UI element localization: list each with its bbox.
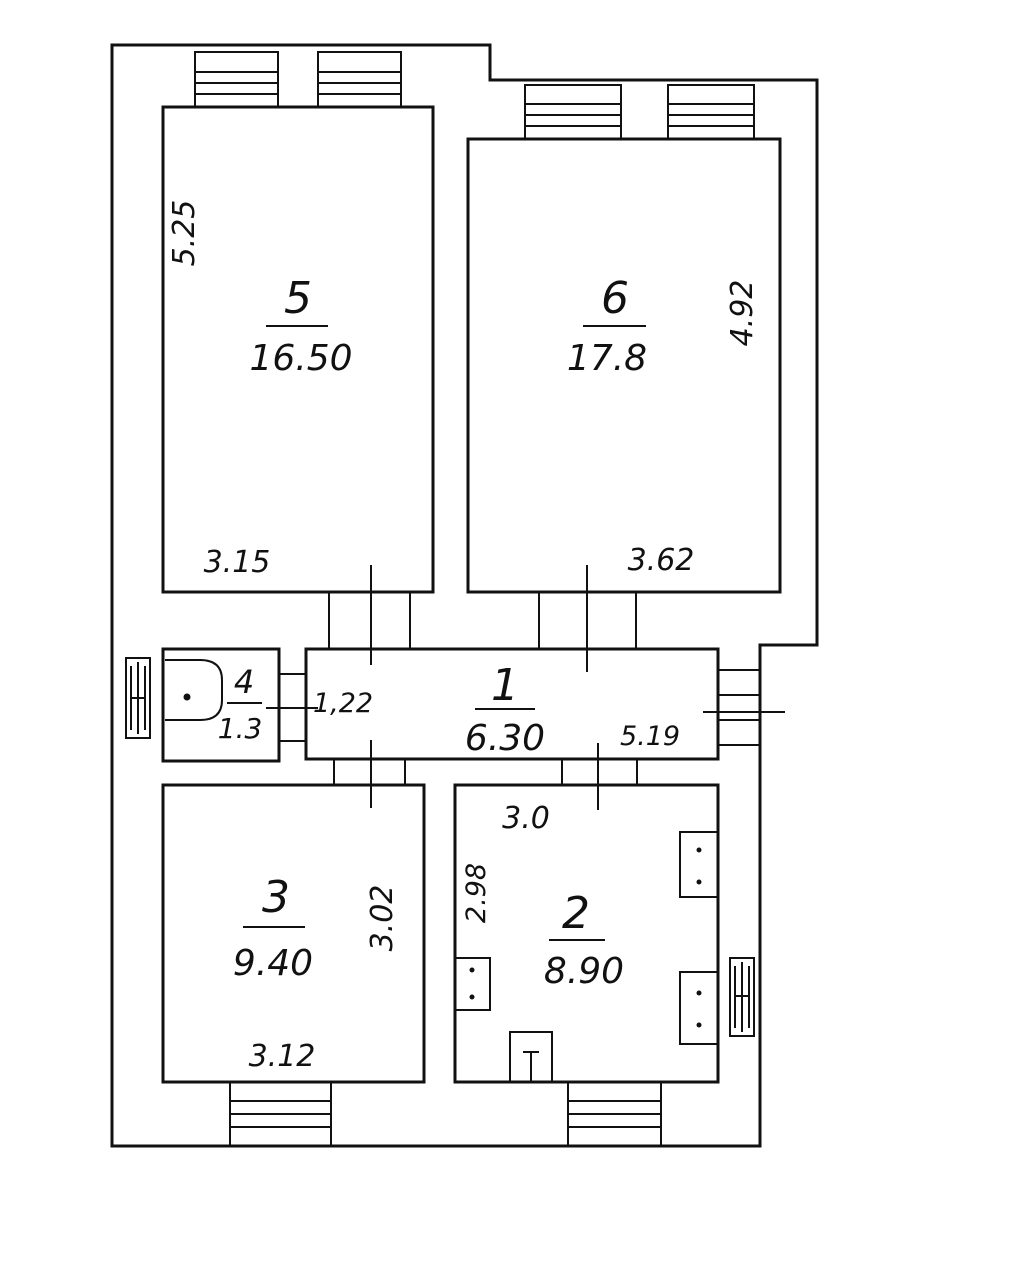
door-room6 (538, 565, 637, 672)
room-5-area: 16.50 (249, 338, 352, 379)
room-5-height-dim: 5.25 (167, 200, 202, 267)
room-2-width-dim: 3.0 (502, 801, 550, 836)
room-6-height-dim: 4.92 (725, 280, 760, 347)
bathtub-icon (165, 659, 223, 721)
door-room2 (561, 743, 638, 810)
window-room5-left (194, 51, 279, 108)
room-3-area: 9.40 (233, 943, 313, 984)
door-room3 (333, 740, 406, 808)
room-4-number: 4 (234, 663, 254, 701)
room-3-width-dim: 3.12 (249, 1039, 316, 1074)
room-3-height-dim: 3.02 (365, 885, 400, 952)
room-5-outline (161, 105, 435, 594)
hall-length-dim: 5.19 (620, 721, 680, 752)
hall-width-dim: 1,22 (313, 688, 373, 719)
room-1-number: 1 (491, 660, 519, 711)
fixtures (125, 657, 755, 1083)
window-hall-right (717, 669, 761, 746)
dimension-labels: 5.25 3.15 4.92 3.62 1,22 5.19 3.02 3.12 … (167, 200, 760, 1074)
room-1-area: 6.30 (465, 718, 545, 759)
room-2-number: 2 (562, 888, 590, 939)
windows (194, 51, 761, 1147)
window-room2-bottom (567, 1081, 662, 1147)
room-5-number: 5 (284, 273, 312, 324)
room-outlines (161, 105, 782, 1084)
outer-walls (110, 43, 819, 1148)
room-2-height-dim: 2.98 (461, 863, 492, 923)
room-6-number: 6 (601, 273, 629, 324)
room-6-area: 17.8 (567, 338, 647, 379)
fridge-icon (509, 1031, 553, 1083)
room-3-number: 3 (262, 872, 290, 923)
window-room6-right (667, 84, 755, 140)
room-6-outline (466, 137, 782, 594)
room-4-area: 1.3 (218, 712, 263, 745)
radiator-icon-left (125, 657, 151, 739)
sink-icon (454, 957, 491, 1011)
window-room5-right (317, 51, 402, 108)
window-room6-left (524, 84, 622, 140)
radiator-icon-right (729, 957, 755, 1037)
stove-icon-bottom (679, 971, 719, 1045)
room-5-width-dim: 3.15 (204, 545, 271, 580)
door-room4 (266, 673, 318, 742)
room-2-area: 8.90 (544, 951, 624, 992)
stove-icon-top (679, 831, 719, 898)
doors (266, 565, 785, 810)
window-room3-bottom (229, 1081, 332, 1147)
room-labels: 5 16.50 6 17.8 1 6.30 4 1.3 3 9.40 2 8.9… (218, 273, 647, 992)
door-room5 (328, 565, 411, 665)
room-6-width-dim: 3.62 (628, 543, 695, 578)
room-4-outline (161, 647, 281, 763)
